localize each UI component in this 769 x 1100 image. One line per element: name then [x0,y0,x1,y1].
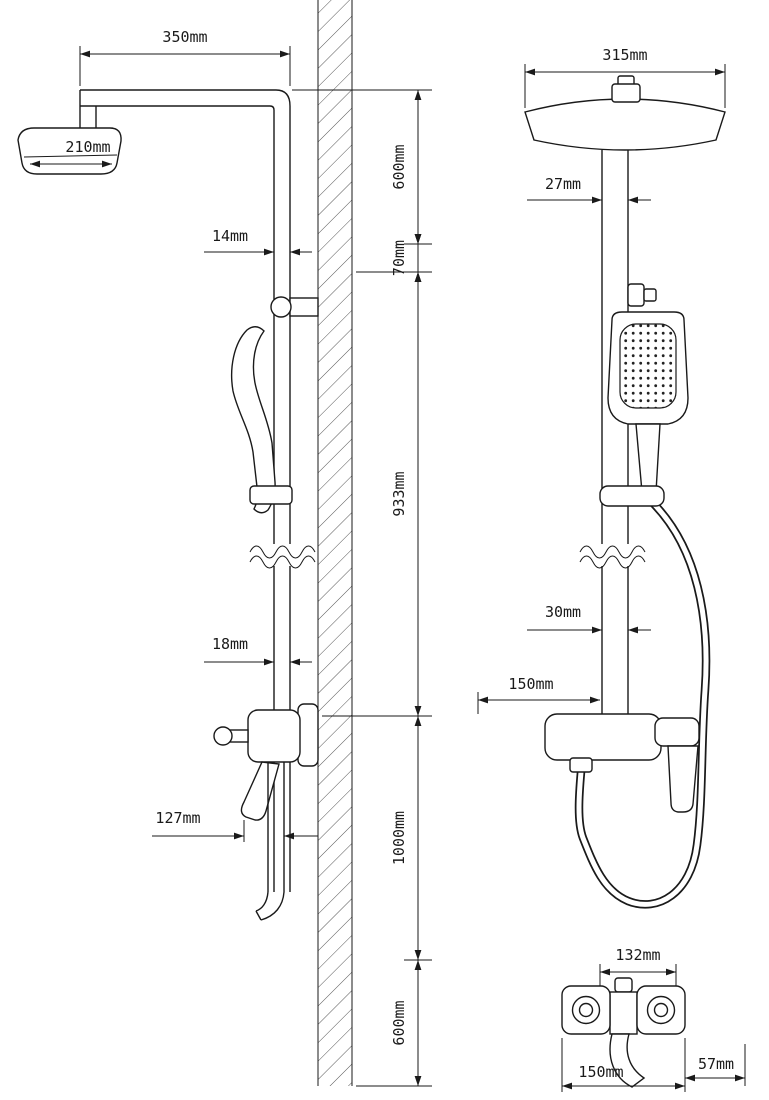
hand-shower-side [230,326,293,514]
height-dimension-chain: 600mm 70mm 933mm 1000mm 600mm [292,89,432,1087]
dim-handle-length: 127mm [152,809,318,842]
dim-pipe-width-lower-label: 30mm [545,603,581,621]
valve-lever-side [240,761,280,821]
wall-section [317,0,353,1086]
slider-bracket-front [627,283,657,307]
valve-detail-view: 132mm 150mm 57mm [561,946,746,1092]
rain-shower-head-front [524,75,726,151]
dim-head-diameter: 210mm [30,138,112,168]
hose-outlet [569,757,593,773]
dim-valve-offset-label: 150mm [508,675,553,693]
dim-pipe-width-upper: 27mm [527,175,651,204]
riser-pipe-front [601,150,629,714]
dim-pipe-upper: 14mm [204,227,312,256]
wall-bracket-side [270,296,319,318]
dim-head-width: 315mm [524,46,726,108]
diverter-knob-side [213,726,233,746]
dim-inlet-spacing: 150mm [561,1038,686,1092]
hand-shower-handle-front [635,423,661,493]
dim-handle-length-label: 127mm [155,809,200,827]
front-view: 315mm 27mm 30mm 150mm [477,46,726,909]
spray-face [619,323,677,409]
dim-side-offset: 57mm [685,1044,746,1086]
dim-pipe-lower: 18mm [204,635,312,666]
hand-shower-front [607,311,689,493]
dim-inlet-spacing-label: 150mm [578,1063,623,1081]
hand-shower-holder-front [599,485,665,507]
dim-pipe-width-lower: 30mm [527,603,651,634]
dim-height-top-label: 600mm [390,144,408,189]
dim-arm-length: 350mm [79,28,291,86]
dim-valve-offset: 150mm [477,675,600,714]
valve-lever-front [667,745,699,813]
dim-pipe-lower-label: 18mm [212,635,248,653]
dim-head-diameter-label: 210mm [65,138,110,156]
dim-pipe-width-upper-label: 27mm [545,175,581,193]
mixer-valve-front [544,713,700,813]
dim-valve-body-width-label: 132mm [615,946,660,964]
dim-height-column-label: 933mm [390,471,408,516]
dim-pipe-upper-label: 14mm [212,227,248,245]
valve-lever-detail [609,1033,646,1088]
dim-arm-length-label: 350mm [162,28,207,46]
dim-height-bottom-label: 600mm [390,1000,408,1045]
pipe-break-symbol-side [249,544,316,569]
mixer-valve-side [213,703,319,921]
pipe-break-symbol-front [579,544,646,569]
dim-side-offset-label: 57mm [698,1055,734,1073]
shower-arm-and-riser [79,89,291,892]
hand-shower-holder-side [249,485,293,505]
dim-head-width-label: 315mm [602,46,647,64]
dim-height-offset-label: 70mm [390,240,408,276]
dim-height-valve-label: 1000mm [390,811,408,865]
dim-valve-body-width: 132mm [599,946,677,986]
side-view: 350mm 210mm 14mm 18mm 127mm [17,28,432,1087]
